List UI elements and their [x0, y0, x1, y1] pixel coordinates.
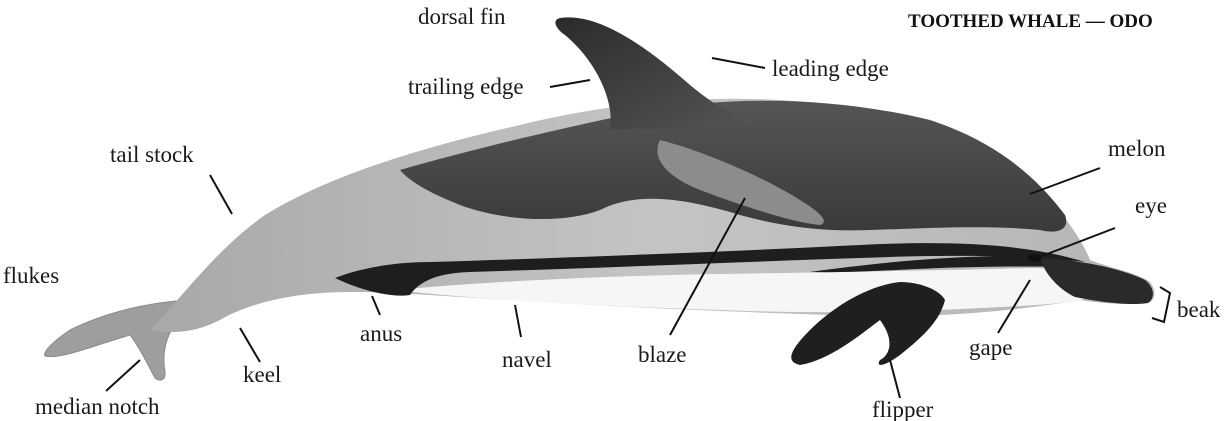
leader-navel	[515, 305, 521, 337]
label-trailing-edge: trailing edge	[408, 74, 524, 99]
label-gape: gape	[969, 335, 1012, 360]
label-beak: beak	[1177, 297, 1221, 322]
label-blaze: blaze	[638, 342, 687, 367]
label-flipper: flipper	[872, 397, 934, 421]
dolphin-illustration	[45, 17, 1155, 380]
label-melon: melon	[1108, 136, 1166, 161]
label-dorsal-fin: dorsal fin	[418, 4, 506, 29]
beak-bracket	[1152, 287, 1170, 322]
header-title: TOOTHED WHALE — ODO	[908, 11, 1153, 32]
label-keel: keel	[243, 362, 281, 387]
leader-trailing-edge	[550, 80, 590, 87]
leader-flipper	[890, 360, 900, 398]
label-tail-stock: tail stock	[110, 142, 194, 167]
leader-keel	[240, 328, 260, 362]
label-leading-edge: leading edge	[772, 56, 889, 81]
leader-melon	[1030, 168, 1100, 194]
label-flukes: flukes	[3, 263, 59, 288]
label-navel: navel	[502, 347, 552, 372]
label-anus: anus	[360, 321, 402, 346]
eye-shape	[1028, 254, 1042, 262]
leader-anus	[372, 296, 380, 315]
leader-tail-stock	[210, 175, 232, 214]
leader-leading-edge	[712, 58, 765, 68]
leader-median-notch	[106, 360, 140, 391]
label-eye: eye	[1135, 193, 1167, 218]
label-median-notch: median notch	[35, 394, 160, 419]
